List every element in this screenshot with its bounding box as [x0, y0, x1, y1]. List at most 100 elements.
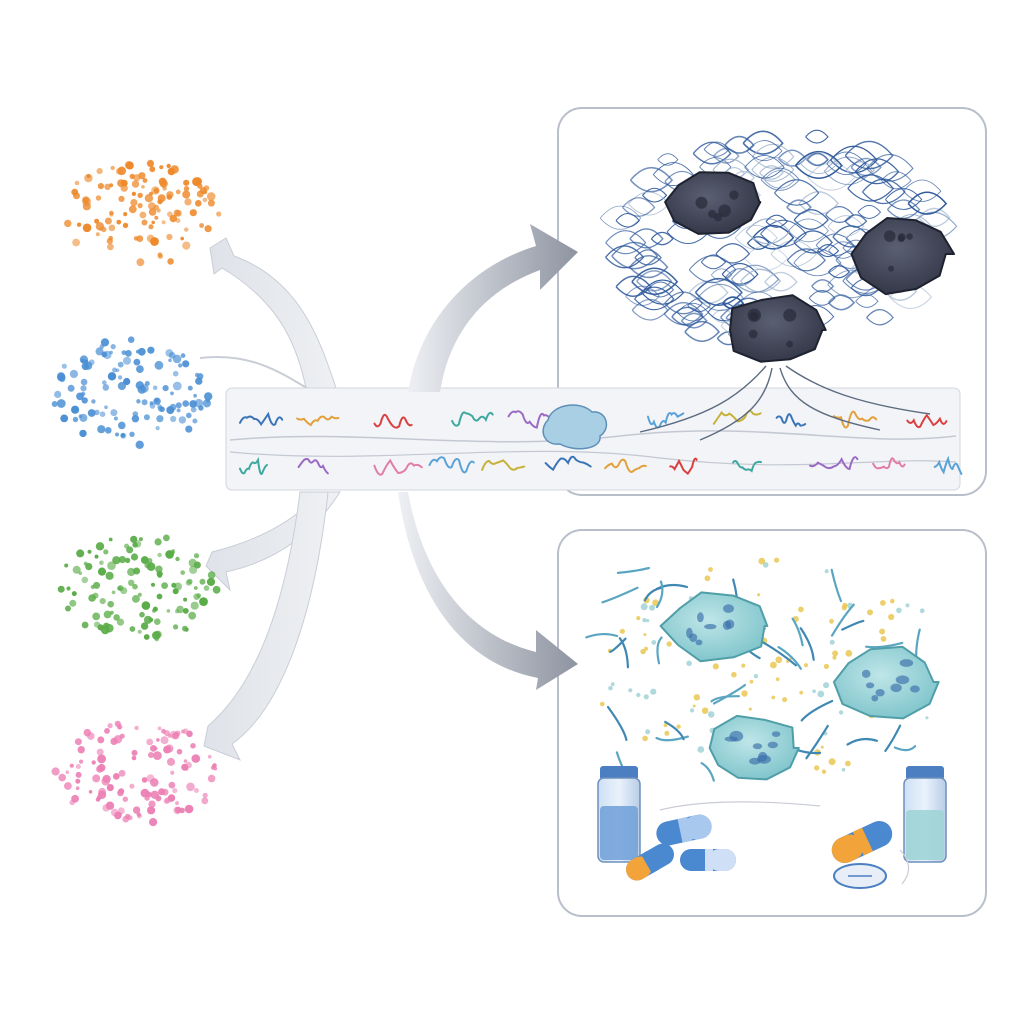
cell-nucleus — [752, 743, 763, 750]
blue-cluster-dot — [101, 351, 108, 358]
mesh-loop — [722, 296, 745, 310]
protein-strand — [544, 455, 592, 472]
particle — [642, 618, 647, 623]
green-cluster-dot — [139, 611, 145, 618]
green-cluster-dot — [137, 629, 142, 634]
pink-cluster-dot — [210, 765, 216, 770]
blue-cluster-dot — [80, 385, 87, 392]
green-cluster-dot — [203, 585, 210, 591]
dark-mass — [850, 217, 955, 296]
green-cluster-dot — [92, 592, 99, 599]
particle — [676, 724, 681, 729]
green-cluster-dot — [65, 605, 71, 612]
green-cluster-dot — [118, 556, 126, 564]
pink-cluster-dot — [97, 763, 106, 772]
mesh-loop — [886, 199, 921, 220]
mesh-loop — [903, 179, 942, 202]
fiber — [762, 641, 797, 667]
pink-cluster-dot — [97, 754, 106, 764]
protein-strand — [373, 458, 423, 476]
blue-cluster-dot — [194, 398, 204, 408]
pink-cluster-dot — [118, 788, 125, 795]
green-cluster-dot — [97, 567, 107, 576]
green-cluster-dot — [127, 567, 136, 577]
mesh-loop — [794, 150, 843, 180]
pink-cluster-dot — [146, 738, 154, 746]
orange-cluster-dot — [72, 238, 80, 247]
pink-cluster-dot — [88, 790, 93, 794]
fiber — [710, 695, 740, 703]
particle — [829, 639, 835, 645]
fiber — [830, 568, 843, 603]
blue-cluster-dot — [72, 416, 79, 423]
particle — [628, 688, 633, 693]
orange-cluster-dot — [101, 226, 107, 233]
blue-cluster-dot — [123, 356, 131, 365]
mesh-loop — [817, 244, 840, 258]
fiber — [664, 720, 685, 741]
mesh-loop — [760, 167, 801, 191]
pink-cluster-dot — [140, 788, 150, 798]
mesh-loop — [854, 158, 900, 185]
mass-spot — [708, 209, 717, 219]
pink-cluster — [51, 720, 218, 827]
blue-cluster-dot — [51, 401, 58, 407]
orange-cluster-dot — [182, 190, 191, 199]
protein-strand — [604, 458, 647, 473]
mesh-loop — [663, 301, 704, 326]
blue-cluster-dot — [193, 393, 197, 398]
pink-cluster-dot — [148, 752, 154, 758]
pink-cluster-dot — [141, 777, 148, 783]
mesh-loop — [844, 214, 868, 228]
blue-cluster-dot — [190, 406, 197, 413]
green-cluster-dot — [78, 571, 83, 575]
blue-cluster-dot — [99, 411, 106, 418]
pink-cluster-dot — [163, 745, 171, 754]
mesh-loop — [770, 240, 817, 268]
mesh-loop — [744, 155, 785, 179]
particle — [770, 661, 777, 669]
orange-cluster-dot — [115, 168, 123, 175]
pink-cluster-dot — [107, 723, 113, 729]
orange-cluster-dot — [109, 212, 114, 217]
pink-cluster-dot — [122, 796, 128, 802]
arrow-blue-tail — [199, 356, 311, 391]
orange-cluster-dot — [141, 219, 148, 226]
blue-cluster — [51, 336, 213, 449]
orange-cluster-dot — [71, 188, 79, 196]
orange-cluster-dot — [167, 258, 174, 265]
protein-strand — [373, 413, 413, 429]
particle — [812, 689, 816, 693]
blue-cluster-dot — [175, 402, 182, 409]
blue-cluster-dot — [120, 433, 126, 438]
particle — [828, 758, 836, 766]
green-cluster-dot — [182, 608, 189, 614]
mesh-loop — [751, 143, 795, 169]
pink-cluster-dot — [144, 795, 150, 801]
cell-nucleus — [899, 659, 914, 667]
orange-cluster-dot — [136, 258, 145, 267]
particle — [640, 603, 648, 611]
green-cluster-dot — [95, 542, 105, 551]
green-cluster-dot — [66, 586, 71, 591]
mesh-loop — [788, 218, 829, 243]
particle — [640, 648, 646, 655]
orange-cluster-dot — [184, 227, 189, 232]
channel-blob — [542, 404, 608, 450]
green-cluster-dot — [137, 592, 142, 597]
pink-cluster-dot — [83, 728, 92, 737]
pink-cluster-dot — [116, 723, 123, 730]
orange-cluster-dot — [166, 233, 173, 241]
pink-cluster-dot — [167, 757, 175, 766]
blue-cluster-dot — [115, 368, 120, 373]
green-cluster-dot — [117, 586, 121, 591]
pink-cluster-dot — [153, 751, 162, 760]
fiber — [800, 699, 834, 722]
particle — [686, 660, 692, 667]
arrow-orange-to-channel — [209, 237, 337, 389]
fiber — [616, 566, 650, 574]
mass-spot — [906, 233, 913, 240]
mesh-loop — [629, 228, 664, 249]
cell-nucleus — [771, 731, 781, 737]
mesh-loop — [694, 277, 743, 307]
